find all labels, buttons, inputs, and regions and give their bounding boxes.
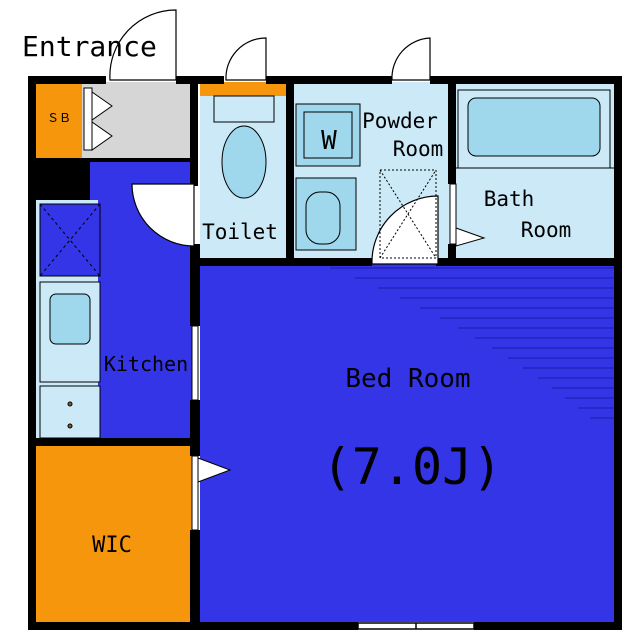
bed-room-size: (7.0J) (322, 438, 503, 496)
doors (109, 9, 439, 265)
bath-room-label-2: Room (521, 218, 572, 242)
walls (28, 76, 622, 630)
entrance-floor (82, 82, 194, 158)
wic-label: WIC (92, 533, 132, 558)
bath-door (449, 183, 486, 247)
wic-room (36, 446, 194, 622)
shoe-box-doors (83, 87, 113, 151)
washer-label: W (321, 126, 337, 156)
bath-room-label-1: Bath (484, 187, 535, 211)
powder-room-label-2: Room (393, 137, 444, 161)
shoe-box (36, 82, 82, 158)
powder-storage (379, 169, 437, 259)
wic-door (191, 455, 232, 531)
bed-room-label: Bed Room (345, 364, 470, 394)
washer-fixture (295, 103, 361, 167)
bed-room-window (357, 622, 475, 630)
bathtub (456, 89, 614, 169)
kitchen-stove (39, 385, 101, 439)
powder-room-label-1: Powder (362, 109, 438, 133)
kitchen-fridge (39, 203, 101, 277)
powder-basin (295, 177, 357, 251)
toilet-fixture (213, 95, 275, 199)
bed-room-hatch (330, 267, 614, 419)
kitchen-label: Kitchen (104, 352, 188, 376)
entrance-label: Entrance (22, 30, 157, 63)
bed-room (200, 264, 614, 622)
toilet-label: Toilet (202, 220, 278, 244)
kitchen-sink (39, 281, 101, 383)
kitchen-opening (191, 325, 199, 401)
shoe-box-label: ＳＢ (47, 111, 71, 125)
toilet-tank (200, 82, 288, 96)
